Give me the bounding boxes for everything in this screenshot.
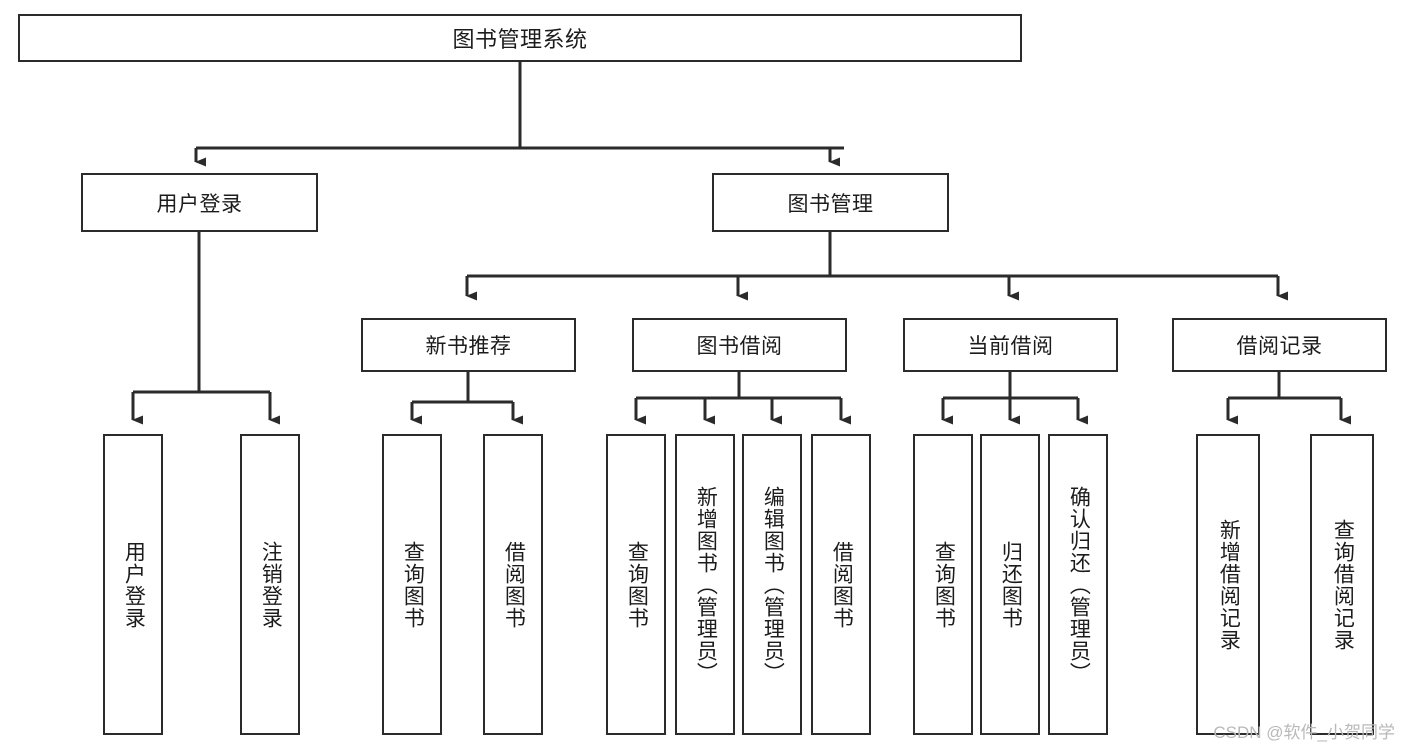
csdn-watermark: CSDN @软件_小贺同学 <box>1213 723 1395 742</box>
leaf-current-confirm-return-admin[interactable]: 确认归还（管理员） <box>1048 434 1108 735</box>
node-new-book-recommend[interactable]: 新书推荐 <box>361 318 576 372</box>
leaf-user-login-login[interactable]: 用户登录 <box>103 434 163 735</box>
leaf-borrow-edit-book-admin[interactable]: 编辑图书（管理员） <box>742 434 802 735</box>
node-label: 用户登录 <box>122 540 146 629</box>
node-label: 查询图书 <box>401 540 425 629</box>
node-book-management[interactable]: 图书管理 <box>712 173 949 232</box>
leaf-current-query-book[interactable]: 查询图书 <box>913 434 973 735</box>
node-label: 新增图书（管理员） <box>694 485 718 684</box>
leaf-borrow-add-book-admin[interactable]: 新增图书（管理员） <box>675 434 735 735</box>
leaf-user-login-logout[interactable]: 注销登录 <box>240 434 300 735</box>
leaf-current-return-book[interactable]: 归还图书 <box>980 434 1040 735</box>
leaf-borrow-query-book[interactable]: 查询图书 <box>606 434 666 735</box>
node-label: 图书管理系统 <box>452 27 588 52</box>
node-label: 查询借阅记录 <box>1331 518 1355 651</box>
node-label: 借阅图书 <box>830 540 854 629</box>
node-label: 编辑图书（管理员） <box>761 485 785 684</box>
node-borrow-record[interactable]: 借阅记录 <box>1172 318 1387 372</box>
leaf-borrow-borrow-book[interactable]: 借阅图书 <box>811 434 871 735</box>
node-book-borrow[interactable]: 图书借阅 <box>632 318 847 372</box>
node-user-login[interactable]: 用户登录 <box>81 173 318 232</box>
node-label: 图书借阅 <box>696 335 783 358</box>
node-label: 借阅图书 <box>502 540 526 629</box>
node-label: 归还图书 <box>999 540 1023 629</box>
leaf-recommend-borrow-book[interactable]: 借阅图书 <box>483 434 543 735</box>
node-label: 新书推荐 <box>425 335 512 358</box>
node-label: 当前借阅 <box>967 335 1054 358</box>
leaf-record-query-record[interactable]: 查询借阅记录 <box>1310 434 1374 735</box>
leaf-recommend-query-book[interactable]: 查询图书 <box>382 434 442 735</box>
node-label: 借阅记录 <box>1236 335 1323 358</box>
node-root-library-system[interactable]: 图书管理系统 <box>18 14 1022 62</box>
node-label: 确认归还（管理员） <box>1067 485 1091 684</box>
node-label: 注销登录 <box>259 540 283 629</box>
node-current-borrow[interactable]: 当前借阅 <box>903 318 1118 372</box>
node-label: 查询图书 <box>625 540 649 629</box>
node-label: 用户登录 <box>156 192 243 216</box>
node-label: 查询图书 <box>932 540 956 629</box>
leaf-record-add-record[interactable]: 新增借阅记录 <box>1196 434 1260 735</box>
node-label: 新增借阅记录 <box>1217 518 1241 651</box>
node-label: 图书管理 <box>787 192 874 216</box>
